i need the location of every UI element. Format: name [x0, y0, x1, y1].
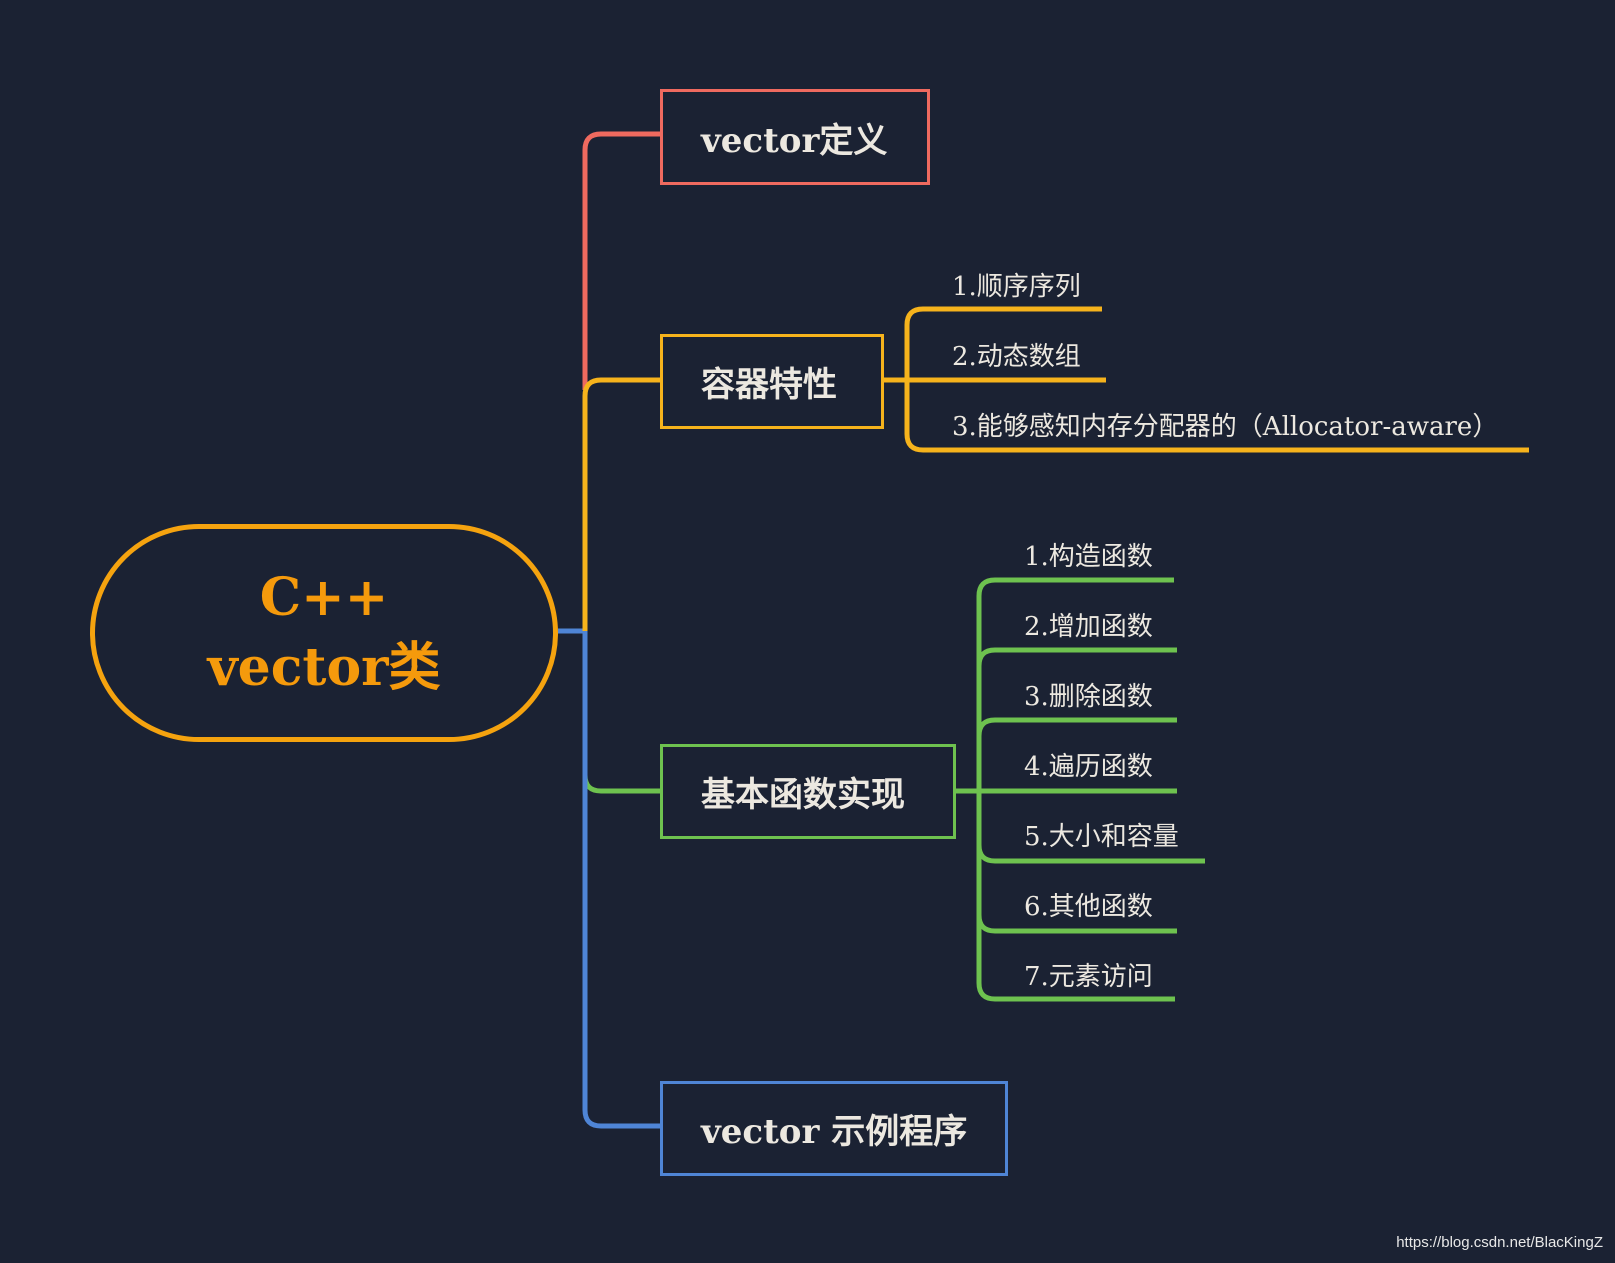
root-node: C++ vector类	[90, 524, 558, 742]
node-example-program: vector 示例程序	[660, 1081, 1008, 1176]
node-label: vector定义	[701, 120, 888, 161]
leaf-other-functions: 6.其他函数	[1024, 892, 1153, 922]
leaf-dynamic-array: 2.动态数组	[952, 342, 1081, 372]
node-label: vector 示例程序	[701, 1112, 968, 1152]
node-container-features: 容器特性	[660, 334, 884, 429]
branch-line-features	[582, 377, 660, 631]
leaf-sequence: 1.顺序序列	[952, 272, 1081, 302]
root-title-line2: vector类	[207, 637, 441, 698]
leaf-size-capacity: 5.大小和容量	[1024, 822, 1179, 852]
branch-line-example	[582, 631, 660, 1129]
leaf-element-access: 7.元素访问	[1024, 962, 1153, 992]
root-title-line1: C++	[259, 567, 389, 628]
node-label: 基本函数实现	[701, 775, 905, 815]
functions-sub-lines	[954, 577, 1205, 1002]
leaf-add-functions: 2.增加函数	[1024, 612, 1153, 642]
watermark: https://blog.csdn.net/BlacKingZ	[1396, 1234, 1603, 1251]
leaf-traverse-functions: 4.遍历函数	[1024, 752, 1153, 782]
features-sub-lines	[882, 306, 1529, 453]
node-vector-definition: vector定义	[660, 89, 930, 185]
leaf-constructors: 1.构造函数	[1024, 542, 1153, 572]
branch-line-definition	[582, 131, 660, 390]
branch-line-functions	[582, 631, 660, 794]
node-basic-functions: 基本函数实现	[660, 744, 956, 839]
leaf-allocator-aware: 3.能够感知内存分配器的（Allocator-aware）	[952, 412, 1499, 442]
leaf-delete-functions: 3.删除函数	[1024, 682, 1153, 712]
node-label: 容器特性	[701, 365, 837, 405]
